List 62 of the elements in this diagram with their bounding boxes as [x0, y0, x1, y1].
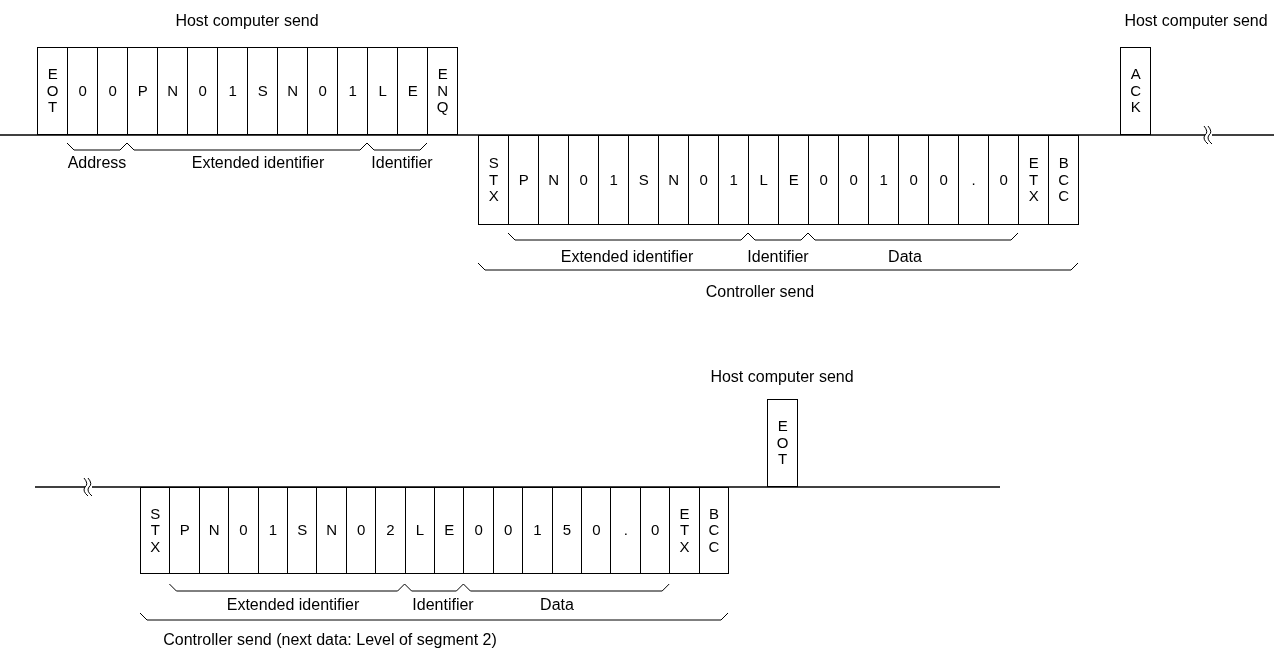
annotation-text: Host computer send	[175, 12, 319, 30]
annotation-text: Identifier	[747, 248, 809, 266]
character-field: N	[538, 135, 570, 225]
character-field: 1	[868, 135, 900, 225]
character-field: S	[287, 487, 318, 574]
character-field: 2	[375, 487, 406, 574]
character-field: ENQ	[427, 47, 459, 135]
annotation-text: Extended identifier	[226, 596, 360, 614]
character-field: 0	[838, 135, 870, 225]
character-field: 0	[988, 135, 1020, 225]
annotation-text: Identifier	[371, 154, 433, 172]
annotation-text: Address	[67, 154, 127, 172]
character-field: N	[157, 47, 189, 135]
character-field: 1	[598, 135, 630, 225]
character-field: N	[658, 135, 690, 225]
character-field: 0	[463, 487, 495, 574]
character-field: STX	[478, 135, 510, 225]
character-field: L	[367, 47, 399, 135]
character-field: 0	[307, 47, 339, 135]
annotation-text: Data	[888, 248, 922, 266]
character-field: 1	[522, 487, 553, 574]
character-field: E	[778, 135, 810, 225]
character-field: 0	[228, 487, 259, 574]
character-field: BCC	[1048, 135, 1080, 225]
character-field: 1	[718, 135, 750, 225]
annotation-text: Identifier	[412, 596, 474, 614]
character-field: 0	[898, 135, 930, 225]
character-field: 0	[581, 487, 612, 574]
character-field: 0	[928, 135, 960, 225]
character-field: .	[958, 135, 990, 225]
annotation-text: Host computer send	[1124, 12, 1268, 30]
character-field: EOT	[767, 399, 799, 487]
character-field: P	[127, 47, 159, 135]
character-field: EOT	[37, 47, 69, 135]
character-field: 0	[808, 135, 840, 225]
character-field: 0	[187, 47, 219, 135]
character-field: P	[508, 135, 540, 225]
character-field: N	[316, 487, 348, 574]
character-field: S	[247, 47, 279, 135]
annotation-text: Extended identifier	[560, 248, 694, 266]
annotation-text: Controller send	[705, 283, 815, 301]
annotation-text: Data	[540, 596, 574, 614]
character-field: ETX	[669, 487, 700, 574]
character-field: 1	[337, 47, 369, 135]
character-field: .	[610, 487, 642, 574]
character-field: 0	[67, 47, 99, 135]
character-field: E	[397, 47, 429, 135]
character-field: BCC	[698, 487, 730, 574]
character-field: 1	[217, 47, 249, 135]
character-field: L	[748, 135, 780, 225]
character-field: P	[169, 487, 201, 574]
annotation-text: Controller send (next data: Level of segment 2)	[163, 631, 497, 649]
character-field: ACK	[1120, 47, 1152, 135]
character-field: 0	[568, 135, 600, 225]
character-field: STX	[140, 487, 171, 574]
character-field: 0	[97, 47, 129, 135]
character-field: N	[277, 47, 309, 135]
character-field: S	[628, 135, 660, 225]
annotation-text: Extended identifier	[191, 154, 325, 172]
character-field: E	[434, 487, 465, 574]
character-field: ETX	[1018, 135, 1050, 225]
character-field: 0	[688, 135, 720, 225]
